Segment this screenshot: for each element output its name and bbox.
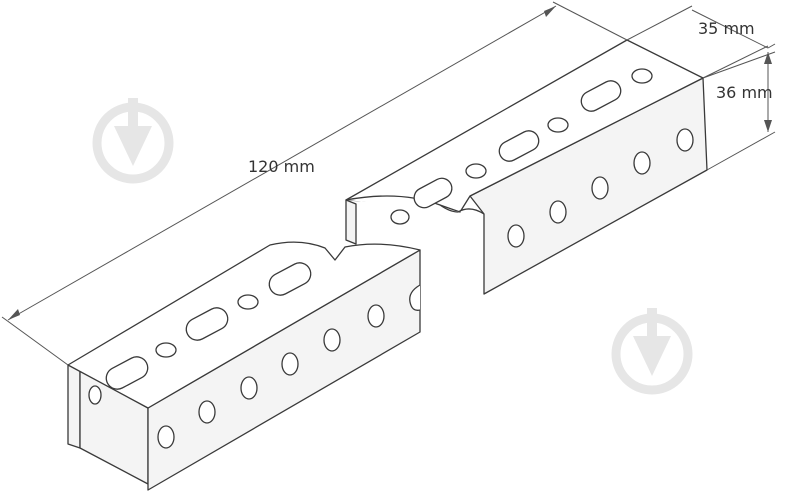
right-segment-top-holes [390, 68, 653, 225]
dimension-height [702, 51, 776, 171]
left-segment-top-holes [105, 262, 312, 390]
watermark-icon-left [92, 98, 174, 184]
left-segment-side-notch [409, 284, 421, 311]
left-profile-segment [67, 241, 421, 491]
left-segment-side-holes [88, 304, 385, 449]
left-segment-inner-wall [67, 364, 81, 449]
right-segment-flange [345, 199, 357, 245]
width-label: 35 mm [698, 19, 755, 38]
length-label: 120 mm [248, 157, 315, 176]
right-profile-segment [345, 39, 708, 295]
right-segment-notch [345, 195, 485, 215]
dimension-width [626, 5, 776, 79]
right-segment-side-holes [507, 128, 694, 248]
watermark-icon-right [611, 308, 693, 395]
height-label: 36 mm [716, 83, 773, 102]
dimension-length [1, 1, 628, 366]
left-segment-top-face [67, 241, 421, 409]
